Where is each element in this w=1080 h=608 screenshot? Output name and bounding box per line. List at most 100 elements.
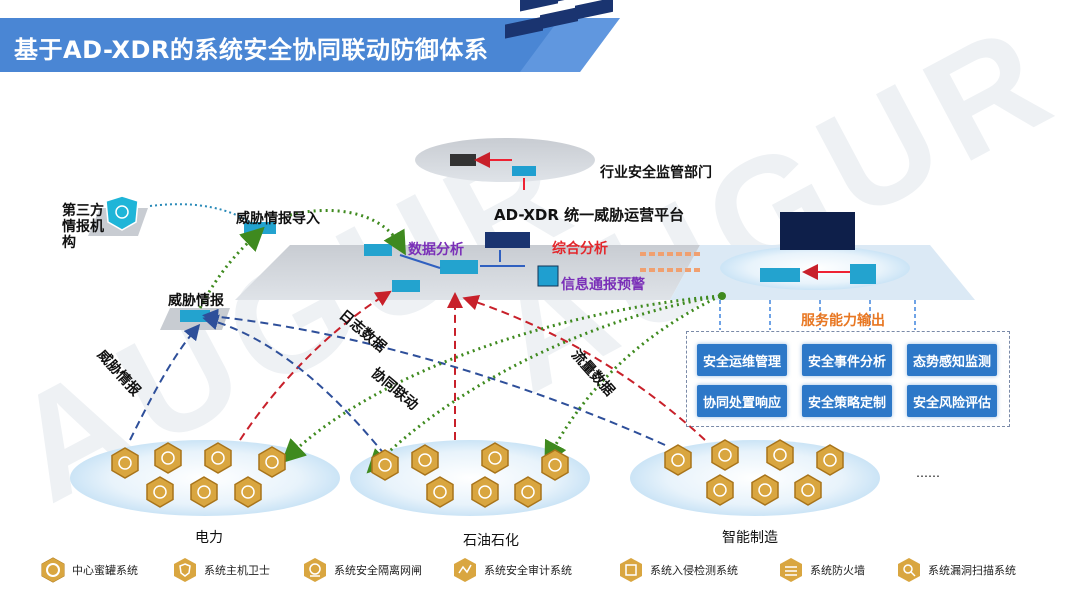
ellipsis-label: ……	[916, 466, 940, 480]
legend-label: 中心蜜罐系统	[72, 564, 138, 577]
device-hex-glyph	[548, 458, 562, 472]
comprehensive-label: 综合分析	[552, 241, 608, 257]
device-hex-glyph	[718, 448, 732, 462]
device	[850, 264, 876, 284]
legend-label: 系统主机卫士	[204, 564, 270, 577]
device-hex-icon	[481, 442, 509, 474]
legend-item: 系统安全隔离网闸	[302, 556, 422, 584]
service-ellipse	[720, 246, 910, 290]
legend-label: 系统漏洞扫描系统	[928, 564, 1016, 577]
green-flow	[198, 226, 265, 309]
device-hex-glyph	[433, 485, 447, 499]
service-output-arrows	[719, 300, 916, 330]
coordination-source	[718, 292, 726, 300]
device-hex-glyph	[153, 485, 167, 499]
device	[537, 265, 559, 287]
device-hex-glyph	[671, 453, 685, 467]
device-hex-glyph	[211, 451, 225, 465]
service-item: 协同处置响应	[697, 385, 787, 417]
threat-intel-flow	[129, 323, 201, 441]
service-item: 安全风险评估	[907, 385, 997, 417]
shield-icon	[105, 195, 139, 231]
legend-label: 系统入侵检测系统	[650, 564, 738, 577]
device-hex-glyph	[713, 483, 727, 497]
device-hex-icon	[258, 446, 286, 478]
device	[760, 268, 800, 282]
title-banner	[0, 18, 620, 72]
ids-icon	[618, 557, 644, 583]
device-hex-glyph	[161, 451, 175, 465]
device	[485, 232, 530, 248]
device-hex-icon	[514, 476, 542, 508]
device-hex-glyph	[378, 458, 392, 472]
coordination-flow	[544, 294, 721, 466]
region-label-manufacturing: 智能制造	[722, 530, 778, 546]
device-hex-icon	[664, 444, 692, 476]
device-hex-icon	[154, 442, 182, 474]
device-hex-glyph	[801, 483, 815, 497]
legend-item: 中心蜜罐系统	[40, 556, 138, 584]
device-hex-icon	[541, 449, 569, 481]
firewall-icon	[778, 557, 804, 583]
traffic-data-flow	[462, 294, 706, 441]
log-data-flow	[239, 290, 392, 441]
green-flow	[289, 209, 406, 256]
threat-intel-flow	[202, 314, 386, 456]
device	[780, 212, 855, 250]
intel-import-flow	[149, 203, 251, 223]
device-hex-icon	[111, 447, 139, 479]
data-analysis-label: 数据分析	[408, 242, 464, 258]
legend-item: 系统漏洞扫描系统	[896, 556, 1016, 584]
coordination-flow	[366, 294, 721, 474]
platform-label: AD-XDR 统一威胁运营平台	[494, 206, 685, 224]
device-hex-icon	[146, 476, 174, 508]
device-hex-glyph	[773, 448, 787, 462]
third-party-label: 第三方 情报机 构	[62, 203, 104, 251]
legend-item: 系统入侵检测系统	[618, 556, 738, 584]
regulator-screens	[450, 0, 613, 190]
legend-item: 系统安全审计系统	[452, 556, 572, 584]
device-icons	[111, 439, 844, 508]
device-hex-icon	[411, 444, 439, 476]
device	[364, 244, 392, 256]
vuln-scan-icon	[896, 557, 922, 583]
service-output-label: 服务能力输出	[801, 313, 885, 329]
device-hex-icon	[706, 474, 734, 506]
device-hex-glyph	[521, 485, 535, 499]
services-box	[686, 331, 1010, 427]
honeypot-icon	[40, 557, 66, 583]
threat-intel-flow	[202, 308, 666, 446]
device-hex-icon	[371, 449, 399, 481]
device-hex-icon	[426, 476, 454, 508]
device-hex-glyph	[488, 451, 502, 465]
device-hex-icon	[766, 439, 794, 471]
service-item: 安全事件分析	[802, 344, 892, 376]
alert-label: 信息通报预警	[561, 277, 645, 293]
device	[440, 260, 478, 274]
device-hex-icon	[204, 442, 232, 474]
device-hex-glyph	[418, 453, 432, 467]
device-hex-icon	[794, 474, 822, 506]
isolation-gateway-icon	[302, 557, 328, 583]
device-hex-glyph	[823, 453, 837, 467]
threat-import-label: 威胁情报导入	[236, 211, 320, 227]
device-hex-glyph	[197, 485, 211, 499]
legend-label: 系统安全隔离网闸	[334, 564, 422, 577]
legend-label: 系统安全审计系统	[484, 564, 572, 577]
coordination-flow	[281, 294, 721, 464]
region-label-power: 电力	[195, 530, 223, 546]
device-hex-icon	[816, 444, 844, 476]
device-hex-glyph	[241, 485, 255, 499]
service-item: 安全策略定制	[802, 385, 892, 417]
service-item: 态势感知监测	[907, 344, 997, 376]
device-hex-icon	[711, 439, 739, 471]
device	[392, 280, 420, 292]
device-hex-icon	[234, 476, 262, 508]
device-hex-glyph	[118, 456, 132, 470]
device-hex-glyph	[478, 485, 492, 499]
page-title: 基于AD-XDR的系统安全协同联动防御体系	[14, 36, 489, 64]
service-item: 安全运维管理	[697, 344, 787, 376]
device-hex-icon	[751, 474, 779, 506]
region-label-petro: 石油石化	[463, 533, 519, 549]
